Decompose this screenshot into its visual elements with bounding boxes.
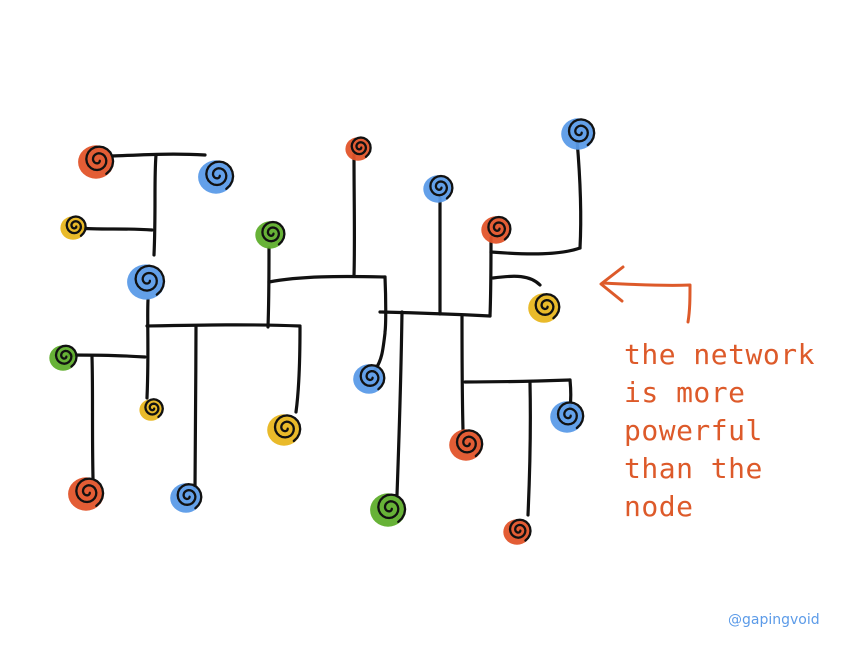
network-node (503, 518, 532, 545)
node-spiral-icon (359, 364, 386, 391)
network-node (170, 483, 203, 513)
arrow-head (599, 265, 625, 303)
network-node (423, 174, 454, 203)
network-node (139, 398, 164, 421)
node-spiral-icon (261, 220, 286, 246)
node-spiral-icon (176, 483, 203, 510)
node-spiral-icon (429, 174, 454, 200)
network-edge (145, 323, 302, 328)
network-node (345, 136, 372, 161)
network-node (127, 264, 166, 300)
node-spiral-icon (487, 215, 512, 241)
network-edge (110, 152, 207, 158)
node-spiral-icon (567, 118, 596, 147)
caption-line-5: node (624, 490, 694, 523)
network-node (198, 160, 235, 194)
node-spiral-icon (54, 344, 78, 368)
node-spiral-icon (534, 293, 561, 320)
network-edge (489, 246, 582, 256)
network-edge (395, 310, 404, 497)
network-edge (193, 325, 198, 490)
network-node (267, 414, 302, 446)
network-node (60, 215, 87, 240)
node-spiral-icon (134, 264, 166, 296)
network-node (550, 401, 585, 433)
network-edge (90, 355, 95, 480)
network-edges (67, 138, 583, 517)
network-node (78, 145, 115, 179)
network-node (528, 293, 561, 323)
network-edge (463, 378, 572, 384)
network-node (68, 477, 105, 511)
network-node (370, 493, 407, 527)
network-edge (266, 246, 271, 329)
node-spiral-icon (508, 518, 532, 542)
node-spiral-icon (65, 215, 87, 237)
network-edge (491, 274, 542, 287)
credit-handle: @gapingvoid (728, 612, 820, 628)
network-nodes (49, 118, 596, 545)
node-spiral-icon (556, 401, 585, 430)
node-spiral-icon (350, 136, 372, 158)
network-edge (526, 381, 532, 517)
network-edge (383, 275, 388, 334)
network-edge (378, 310, 492, 318)
network-edge (373, 331, 387, 372)
network-edge (488, 236, 493, 318)
node-spiral-icon (144, 398, 164, 419)
caption-line-3: powerful (624, 414, 763, 447)
network-edge (267, 274, 387, 284)
arrow-left-icon (599, 265, 692, 324)
network-node (561, 118, 596, 150)
node-spiral-icon (455, 429, 484, 458)
network-edge (575, 138, 583, 250)
network-edge (294, 325, 302, 414)
network-node (449, 429, 484, 461)
caption-line-4: than the (624, 452, 763, 485)
network-node (49, 344, 78, 371)
node-spiral-icon (205, 160, 235, 190)
node-spiral-icon (85, 145, 115, 175)
network-node (481, 215, 512, 244)
network-edge (76, 226, 154, 232)
network-edge (152, 153, 158, 257)
arrow-shaft (601, 281, 692, 324)
network-edge (460, 314, 465, 432)
network-node (353, 364, 386, 394)
caption-line-2: is more (624, 376, 746, 409)
node-spiral-icon (377, 493, 407, 523)
caption-line-1: the network (624, 338, 815, 371)
network-edge (145, 298, 150, 400)
network-edge (67, 353, 147, 359)
caption-text: the network is more powerful than the no… (624, 336, 834, 526)
network-node (255, 220, 286, 249)
node-spiral-icon (273, 414, 302, 443)
node-spiral-icon (75, 477, 105, 507)
